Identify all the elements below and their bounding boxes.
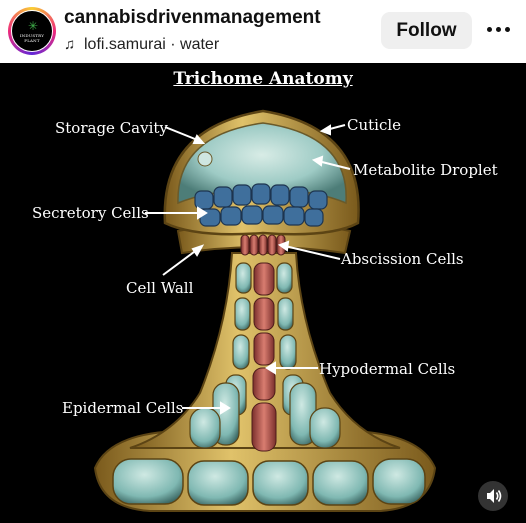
label-cell-wall: Cell Wall xyxy=(126,279,193,297)
cannabis-leaf-icon: ✳ xyxy=(27,20,39,32)
avatar-text: INDUSTRY PLANT xyxy=(12,33,52,43)
label-secretory-cells: Secretory Cells xyxy=(32,204,149,222)
audio-label: lofi.samurai · water xyxy=(84,36,219,53)
label-epidermal-cells: Epidermal Cells xyxy=(62,399,183,417)
label-storage-cavity: Storage Cavity xyxy=(55,119,168,137)
post-header: ✳ INDUSTRY PLANT cannabisdrivenmanagemen… xyxy=(0,0,526,63)
music-note-icon: ♫ xyxy=(64,35,78,55)
sound-on-icon[interactable] xyxy=(478,481,508,511)
label-metabolite-droplet: Metabolite Droplet xyxy=(353,161,498,179)
figure-title: Trichome Anatomy xyxy=(0,67,526,91)
profile-avatar[interactable]: ✳ INDUSTRY PLANT xyxy=(8,7,56,55)
label-cuticle: Cuticle xyxy=(347,116,401,134)
audio-link[interactable]: ♫ lofi.samurai · water xyxy=(64,35,219,55)
label-hypodermal-cells: Hypodermal Cells xyxy=(319,360,455,378)
label-abscission-cells: Abscission Cells xyxy=(341,250,464,268)
username-link[interactable]: cannabisdrivenmanagement xyxy=(64,6,321,30)
follow-button[interactable]: Follow xyxy=(381,12,472,49)
post-media[interactable]: Trichome Anatomy Storage Cavity Cuticle … xyxy=(0,63,526,523)
more-options-icon[interactable] xyxy=(486,19,512,39)
avatar-image: ✳ INDUSTRY PLANT xyxy=(11,10,53,52)
